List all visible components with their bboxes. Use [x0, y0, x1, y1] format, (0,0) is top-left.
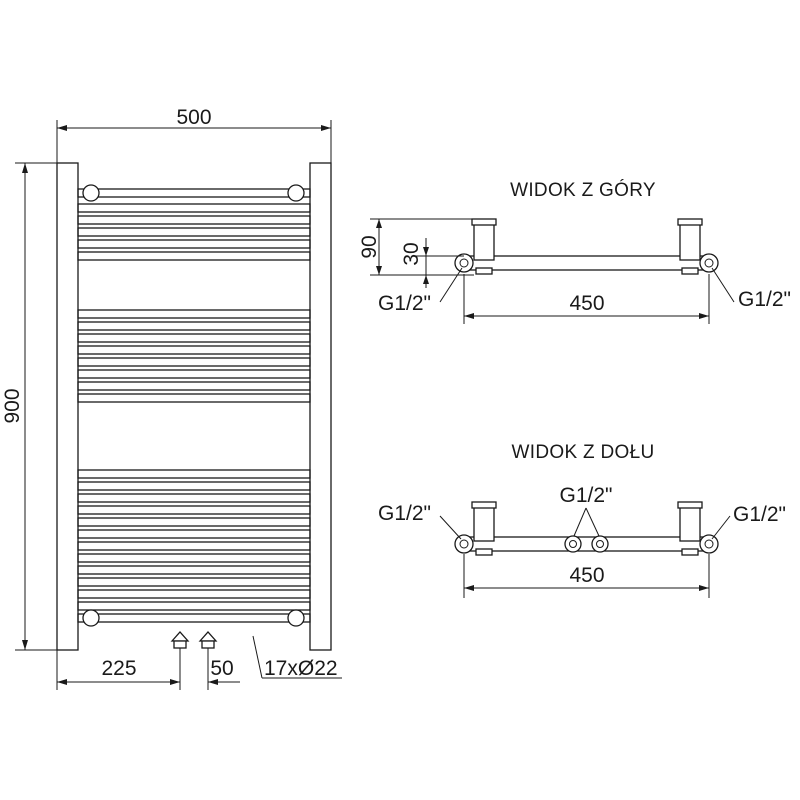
- tube: [77, 251, 311, 261]
- right-post: [309, 162, 332, 651]
- tube: [77, 613, 311, 623]
- tube: [77, 321, 311, 331]
- tube: [77, 239, 311, 249]
- bottom-view-title: WIDOK Z DOŁU: [512, 442, 655, 463]
- connection-node-top-right: [287, 184, 305, 202]
- tube: [77, 601, 311, 611]
- top-view: WIDOK Z GÓRY 90 30 G1/2" G1/2": [358, 179, 791, 324]
- height-dimension-label: 900: [1, 388, 24, 423]
- bottom-center-connection-b: [591, 535, 609, 553]
- tube: [77, 227, 311, 237]
- bottom-right-connection: [699, 534, 719, 554]
- bottom-left-bracket: [473, 504, 495, 542]
- tube: [77, 505, 311, 515]
- bottom-left-connection: [454, 534, 474, 554]
- tube: [77, 553, 311, 563]
- tube: [77, 529, 311, 539]
- bottom-right-connection-label: G1/2": [733, 503, 786, 526]
- top-left-connection-label: G1/2": [378, 292, 431, 315]
- tube: [77, 589, 311, 599]
- spacing-dimension-label: 50: [210, 657, 233, 680]
- tubes-callout-label: 17xØ22: [264, 657, 338, 680]
- offset-dimension-label: 225: [101, 657, 136, 680]
- tube: [77, 333, 311, 343]
- bottom-span-dimension-label: 450: [569, 564, 604, 587]
- top-right-connection-label: G1/2": [738, 288, 791, 311]
- connection-node-bottom-right: [287, 609, 305, 627]
- pipe-depth-dimension-label: 30: [400, 242, 423, 265]
- left-post: [56, 162, 79, 651]
- tube: [77, 357, 311, 367]
- connection-node-top-left: [82, 184, 100, 202]
- top-right-bracket: [679, 221, 701, 261]
- top-left-connection: [454, 253, 474, 273]
- tube-group: [77, 188, 311, 623]
- bottom-left-connection-label: G1/2": [378, 502, 431, 525]
- connection-node-bottom-left: [82, 609, 100, 627]
- top-left-bracket: [473, 221, 495, 261]
- depth-dimension-label: 90: [358, 235, 381, 258]
- bottom-right-bracket: [679, 504, 701, 542]
- valve-left: [170, 631, 190, 649]
- tube: [77, 393, 311, 403]
- top-view-title: WIDOK Z GÓRY: [510, 179, 656, 201]
- bottom-center-connection-label: G1/2": [560, 484, 613, 507]
- valve-right: [198, 631, 218, 649]
- tube: [77, 203, 311, 213]
- bottom-view: WIDOK Z DOŁU G1/2" G1/2" G1/2" 450: [378, 442, 786, 598]
- width-dimension-label: 500: [176, 106, 211, 129]
- tube: [77, 541, 311, 551]
- tube: [77, 493, 311, 503]
- front-view: 500 900 225 50 17xØ22: [1, 106, 342, 690]
- tube: [77, 565, 311, 575]
- tube: [77, 345, 311, 355]
- tube: [77, 381, 311, 391]
- top-span-dimension-label: 450: [569, 292, 604, 315]
- tube: [77, 188, 311, 198]
- tube: [77, 215, 311, 225]
- tube: [77, 577, 311, 587]
- tube: [77, 469, 311, 479]
- bottom-center-connection-a: [564, 535, 582, 553]
- tube: [77, 369, 311, 379]
- top-right-connection: [699, 253, 719, 273]
- tube: [77, 309, 311, 319]
- tube: [77, 517, 311, 527]
- tube: [77, 481, 311, 491]
